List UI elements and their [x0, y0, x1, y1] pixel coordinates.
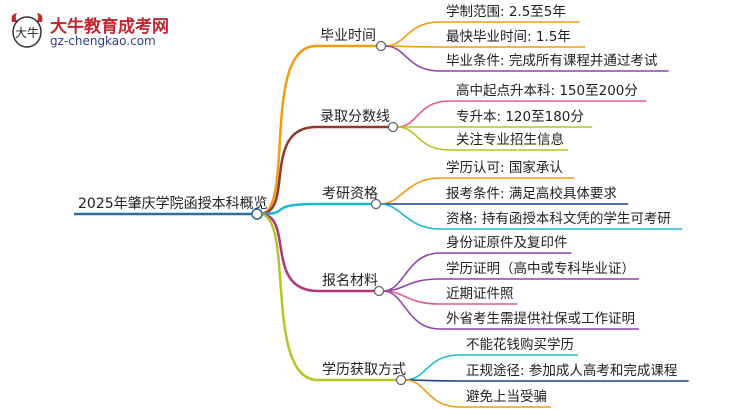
svg-text:大牛: 大牛: [15, 25, 39, 40]
leaf-connector: [382, 252, 441, 292]
leaf-connector: [396, 100, 451, 128]
branch-connector: [259, 212, 319, 382]
leaf-connector: [382, 290, 441, 330]
logo-title: 大牛教育成考网: [50, 17, 169, 37]
leaf-connector: [404, 354, 461, 381]
branch-connector: [259, 125, 317, 216]
branch-label: 学历获取方式: [322, 362, 406, 378]
leaf-label: 最快毕业时间: 1.5年: [446, 29, 571, 45]
branch-label: 报名材料: [322, 273, 378, 289]
branch-node-circle: [395, 374, 407, 386]
leaf-label: 外省考生需提供社保或工作证明: [446, 311, 635, 327]
root-node-label: 2025年肇庆学院函授本科概览: [78, 196, 268, 212]
branch-connector: [259, 212, 319, 293]
leaf-connector: [396, 126, 451, 151]
branch-label: 毕业时间: [320, 28, 376, 44]
leaf-label: 不能花钱购买学历: [466, 337, 574, 353]
bull-logo-icon: 大牛: [11, 13, 43, 48]
leaf-connector: [404, 379, 461, 408]
leaf-connector: [379, 177, 441, 205]
leaf-label: 高中起点升本科: 150至200分: [456, 83, 638, 99]
leaf-label: 资格: 持有函授本科文凭的学生可考研: [446, 211, 671, 227]
leaf-label: 报考条件: 满足高校具体要求: [446, 186, 617, 202]
leaf-label: 学历认可: 国家承认: [446, 160, 563, 176]
leaf-connector: [384, 45, 441, 72]
branch-connector: [259, 202, 319, 216]
branch-label: 考研资格: [322, 186, 378, 202]
branch-label: 录取分数线: [320, 109, 390, 125]
branch-connector: [259, 44, 317, 216]
leaf-label: 近期证件照: [446, 286, 514, 302]
branch-node-circle: [375, 40, 387, 52]
root-node-circle: [251, 208, 263, 220]
branch-node-circle: [370, 198, 382, 210]
leaf-label: 避免上当受骗: [466, 389, 547, 405]
leaf-label: 专升本: 120至180分: [456, 109, 584, 125]
leaf-connector: [379, 203, 441, 230]
leaf-label: 学制范围: 2.5至5年: [446, 4, 566, 20]
leaf-label: 身份证原件及复印件: [446, 235, 568, 251]
branch-node-circle: [373, 285, 385, 297]
leaf-label: 正规途径: 参加成人高考和完成课程: [466, 363, 678, 379]
leaf-label: 关注专业招生信息: [456, 132, 564, 148]
logo-url: gz-chengkao.com: [50, 34, 156, 48]
branch-node-circle: [387, 121, 399, 133]
leaf-connector: [384, 21, 441, 47]
leaf-label: 毕业条件: 完成所有课程并通过考试: [446, 53, 658, 69]
leaf-label: 学历证明（高中或专科毕业证）: [446, 261, 635, 277]
site-logo: 大牛 大牛教育成考网 gz-chengkao.com: [8, 8, 198, 54]
